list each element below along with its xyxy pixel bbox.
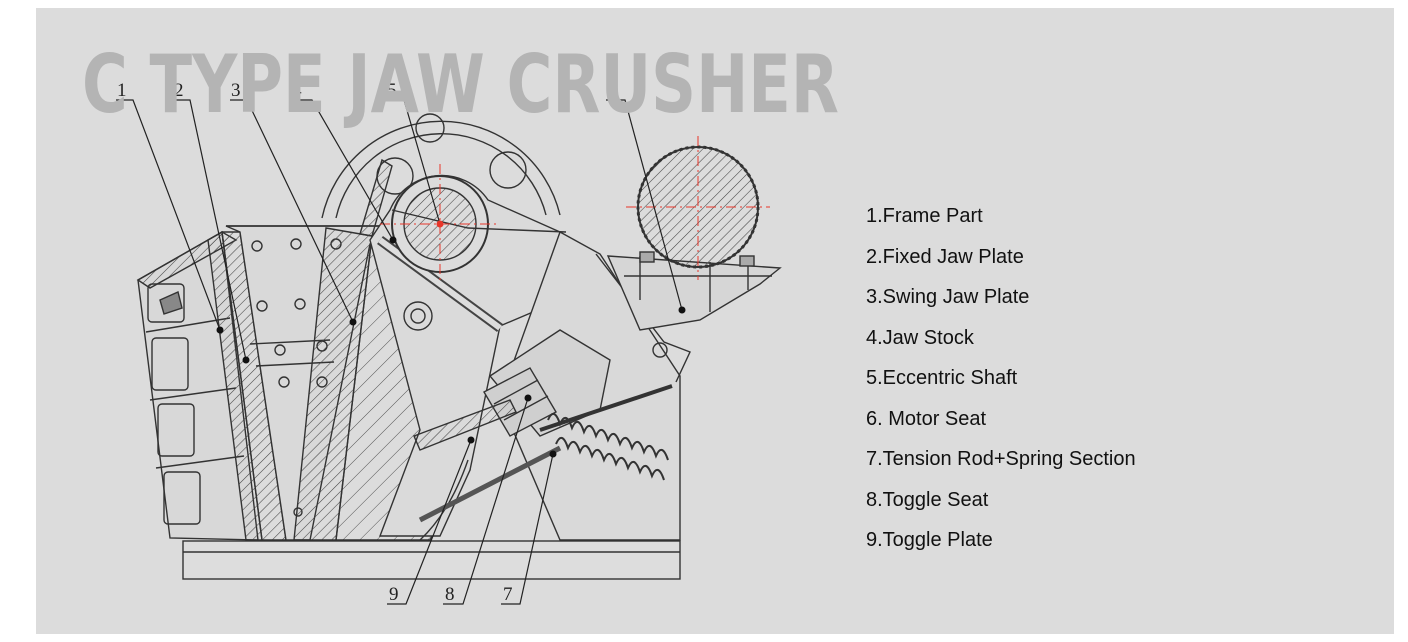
- callout-5: 5: [387, 80, 397, 101]
- legend-item-swing-jaw-plate: 3.Swing Jaw Plate: [866, 286, 1030, 308]
- callout-4: 4: [292, 80, 302, 101]
- parts-legend: 1.Frame Part 2.Fixed Jaw Plate 3.Swing J…: [866, 196, 1136, 561]
- callout-7: 7: [503, 584, 513, 605]
- leader-9: [387, 439, 472, 605]
- callout-3: 3: [231, 80, 241, 101]
- callout-9: 9: [389, 584, 399, 605]
- callout-8: 8: [445, 584, 455, 605]
- leader-1: [116, 99, 221, 331]
- legend-item-jaw-stock: 4.Jaw Stock: [866, 326, 974, 349]
- leader-7: [501, 453, 554, 605]
- callout-6: 6: [607, 80, 617, 101]
- leader-8: [443, 397, 529, 605]
- flywheel: [321, 120, 561, 219]
- legend-item-tension-rod-spring: 7.Tension Rod+Spring Section: [866, 448, 1136, 470]
- callout-2: 2: [174, 80, 184, 101]
- legend-item-motor-seat: 6. Motor Seat: [866, 407, 987, 430]
- toggle-seat: [483, 367, 557, 437]
- leader-3: [230, 99, 354, 323]
- toggle-plate: [413, 399, 517, 451]
- base-plate: [182, 540, 681, 580]
- diagram-title: C TYPE JAW CRUSHER: [82, 38, 839, 131]
- leader-4: [291, 99, 394, 241]
- tension-rod-spring: [539, 384, 673, 432]
- callout-1: 1: [117, 80, 127, 101]
- legend-item-frame-part: 1.Frame Part: [866, 205, 983, 227]
- legend-item-toggle-plate: 9.Toggle Plate: [866, 529, 993, 551]
- legend-item-toggle-seat: 8.Toggle Seat: [866, 488, 989, 511]
- legend-item-eccentric-shaft: 5.Eccentric Shaft: [866, 367, 1018, 389]
- leader-2: [172, 99, 247, 361]
- leader-5: [385, 99, 441, 225]
- legend-item-fixed-jaw-plate: 2.Fixed Jaw Plate: [866, 245, 1024, 268]
- leader-6: [606, 99, 683, 311]
